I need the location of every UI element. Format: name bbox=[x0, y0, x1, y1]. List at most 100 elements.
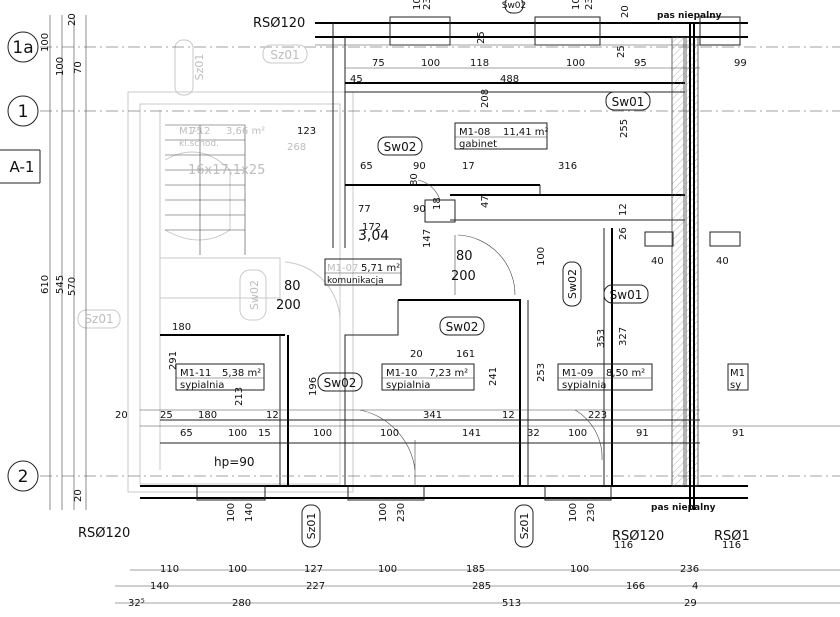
room-m1x-id: M1 bbox=[730, 368, 745, 379]
dim: 100 bbox=[226, 503, 237, 522]
dim: 95 bbox=[634, 58, 647, 69]
dim: 227 bbox=[306, 581, 325, 592]
tag-sw02-d: Sw02 bbox=[566, 269, 579, 299]
room-m109-id: M1-09 bbox=[562, 368, 593, 379]
dim: 40 bbox=[716, 256, 729, 267]
dim: 80 bbox=[409, 173, 420, 186]
vent-label-bottom-left: RSØ120 bbox=[78, 526, 130, 541]
dim: 100 bbox=[228, 564, 247, 575]
grid-bubble-1a bbox=[7, 31, 39, 63]
dim: 20 bbox=[73, 489, 84, 502]
dim: 20 bbox=[67, 13, 78, 26]
dim: 268 bbox=[287, 142, 306, 153]
dim: 285 bbox=[472, 581, 491, 592]
room-m109-area: 8,50 m² bbox=[606, 368, 645, 379]
dim: 200 bbox=[451, 269, 476, 284]
dim: 20 bbox=[410, 349, 423, 360]
dim: 230 bbox=[396, 503, 407, 522]
dim: 12 bbox=[502, 410, 515, 421]
dim: 100 bbox=[536, 247, 547, 266]
dim: 26 bbox=[618, 227, 629, 240]
room-m1x-name: sy bbox=[730, 380, 741, 391]
dim: 213 bbox=[234, 387, 245, 406]
room-m107-id: M1-07 bbox=[327, 263, 358, 274]
vent-labels: RSØ120 RSØ120 RSØ120 RSØ1 pas niepalny p… bbox=[78, 11, 750, 544]
dim: 570 bbox=[67, 277, 78, 296]
dim: 208 bbox=[480, 89, 491, 108]
stairs-note: 16x17,1x25 bbox=[188, 163, 265, 178]
dim: 100 bbox=[40, 33, 51, 52]
dim: 610 bbox=[40, 275, 51, 294]
dim: 230 bbox=[586, 503, 597, 522]
grid-bubble-2 bbox=[7, 460, 39, 492]
dim: 23 bbox=[422, 0, 433, 10]
tag-sw01-b: Sw01 bbox=[610, 288, 643, 302]
room-m110-name: sypialnia bbox=[386, 380, 430, 391]
dim: 18 bbox=[432, 197, 443, 210]
firebreak-note-bottom: pas niepalny bbox=[651, 503, 716, 513]
tag-sw02-c: Sw02 bbox=[324, 376, 357, 390]
dim: 32 bbox=[527, 428, 540, 439]
dim: 47 bbox=[480, 195, 491, 208]
dim: 236 bbox=[680, 564, 699, 575]
tag-sz01-c: Sz01 bbox=[84, 312, 113, 326]
section-marker: A-1 bbox=[10, 158, 35, 176]
dim: 291 bbox=[168, 351, 179, 370]
dim: 327 bbox=[618, 327, 629, 346]
dim: 180 bbox=[172, 322, 191, 333]
grid-label-2: 2 bbox=[18, 467, 29, 487]
vent-label-top: RSØ120 bbox=[253, 16, 305, 31]
dim: 100 bbox=[313, 428, 332, 439]
dim: 100 bbox=[228, 428, 247, 439]
room-m108-area: 11,41 m² bbox=[503, 127, 549, 138]
dim: 90 bbox=[413, 161, 426, 172]
vent-label-far-right: RSØ1 bbox=[714, 529, 750, 544]
dim: 140 bbox=[244, 503, 255, 522]
dim: 4 bbox=[692, 581, 698, 592]
vent-label-bottom-right: RSØ120 bbox=[612, 529, 664, 544]
dim: 77 bbox=[358, 204, 371, 215]
dim: 116 bbox=[722, 540, 741, 551]
dim: 75 bbox=[372, 58, 385, 69]
dim: 280 bbox=[232, 598, 251, 609]
dim: 29 bbox=[684, 598, 697, 609]
dim: 10 bbox=[412, 0, 423, 10]
dim: 25 bbox=[160, 410, 173, 421]
dim: 25 bbox=[616, 45, 627, 58]
dim: 127 bbox=[304, 564, 323, 575]
dim: 353 bbox=[596, 329, 607, 348]
dim: 100 bbox=[378, 564, 397, 575]
dim: 80 bbox=[284, 279, 301, 294]
dim: 161 bbox=[456, 349, 475, 360]
dim: 223 bbox=[588, 410, 607, 421]
room-m111-id: M1-11 bbox=[180, 368, 211, 379]
dim: 65 bbox=[180, 428, 193, 439]
dim: 118 bbox=[470, 58, 489, 69]
dim: 116 bbox=[614, 540, 633, 551]
dim: 75 bbox=[190, 126, 203, 137]
dim: 488 bbox=[500, 74, 519, 85]
dim: 241 bbox=[488, 367, 499, 386]
dim: 32⁵ bbox=[128, 598, 145, 609]
dim: 147 bbox=[422, 229, 433, 248]
dim: 15 bbox=[258, 428, 271, 439]
dim: 196 bbox=[308, 377, 319, 396]
handrail-note: hp=90 bbox=[214, 455, 255, 469]
room-m107-name: komunikacja bbox=[327, 276, 384, 286]
dim: 100 bbox=[566, 58, 585, 69]
grid-bubble-1 bbox=[7, 95, 39, 127]
dim: 20 bbox=[115, 410, 128, 421]
dim: 70 bbox=[73, 61, 84, 74]
dim: 100 bbox=[380, 428, 399, 439]
tag-sz01-e: Sz01 bbox=[518, 513, 531, 540]
dim: 100 bbox=[568, 503, 579, 522]
dim: 100 bbox=[421, 58, 440, 69]
dim: 100 bbox=[568, 428, 587, 439]
dim: 23 bbox=[584, 0, 595, 10]
tag-sw02-f: Sw02 bbox=[502, 1, 527, 11]
dim: 316 bbox=[558, 161, 577, 172]
dim: 110 bbox=[160, 564, 179, 575]
ghost-layer bbox=[77, 39, 354, 493]
room-m110-area: 7,23 m² bbox=[429, 368, 468, 379]
